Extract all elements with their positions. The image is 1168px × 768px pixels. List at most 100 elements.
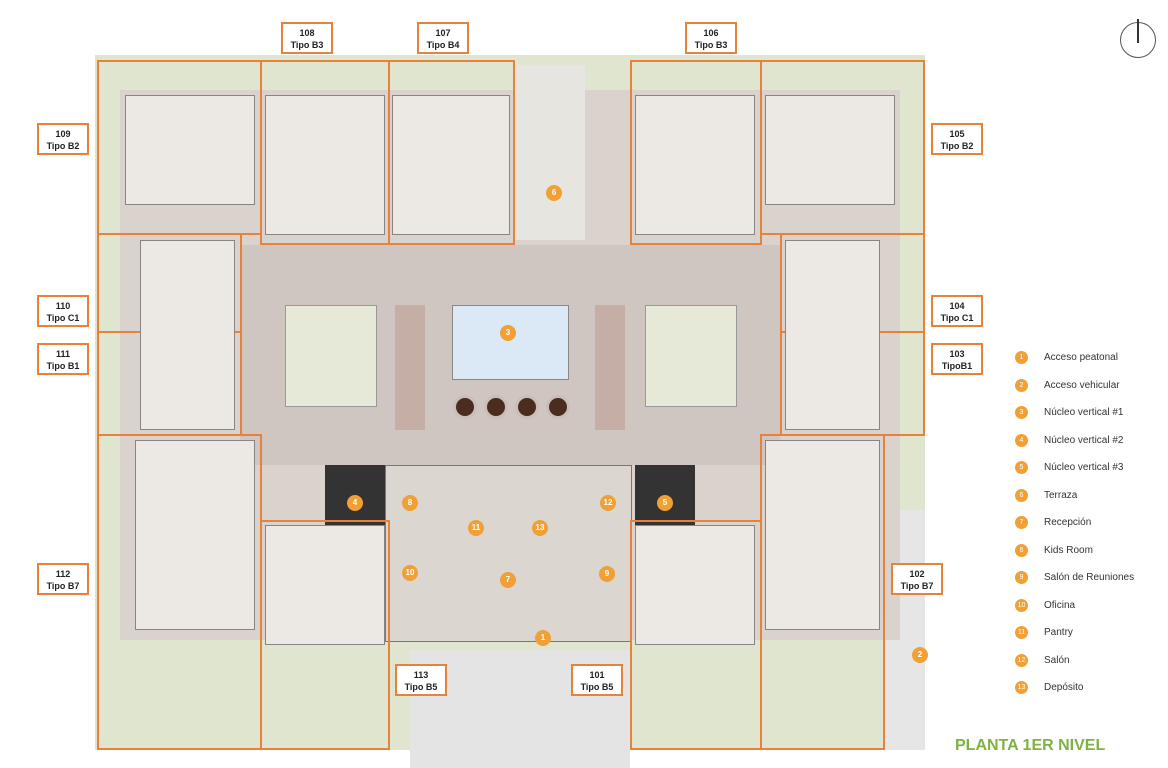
unit-type: Tipo B3 bbox=[694, 40, 728, 50]
marker-5[interactable]: 5 bbox=[657, 495, 673, 511]
unit-number: 108 bbox=[299, 28, 315, 38]
unit-number: 104 bbox=[949, 301, 965, 311]
unit-number: 109 bbox=[55, 129, 71, 139]
marker-10[interactable]: 10 bbox=[402, 565, 418, 581]
unit-type: Tipo B2 bbox=[46, 141, 80, 151]
apartment-interior bbox=[635, 95, 755, 235]
unit-number: 101 bbox=[589, 670, 605, 680]
marker-6[interactable]: 6 bbox=[546, 185, 562, 201]
legend-label: Núcleo vertical #3 bbox=[1044, 462, 1124, 473]
legend-marker: 2 bbox=[1015, 378, 1028, 392]
legend-label: Terraza bbox=[1044, 489, 1078, 501]
marker-7[interactable]: 7 bbox=[500, 572, 516, 588]
unit-type: Tipo B5 bbox=[404, 682, 438, 692]
legend-marker: 8 bbox=[1015, 543, 1028, 557]
legend-label: Kids Room bbox=[1044, 544, 1093, 556]
unit-type: Tipo B1 bbox=[46, 361, 80, 371]
legend-marker: 13 bbox=[1015, 681, 1028, 694]
tree-icon bbox=[484, 395, 508, 419]
legend-label: Acceso peatonal bbox=[1044, 352, 1118, 363]
apartment-interior bbox=[135, 440, 255, 630]
tree-icon bbox=[453, 395, 477, 419]
legend-label: Acceso vehicular bbox=[1044, 379, 1120, 391]
unit-number: 107 bbox=[435, 28, 451, 38]
apartment-interior bbox=[140, 240, 235, 430]
legend-label: Núcleo vertical #2 bbox=[1044, 434, 1124, 446]
apartment-interior bbox=[125, 95, 255, 205]
terrace bbox=[515, 65, 585, 240]
marker-13[interactable]: 13 bbox=[532, 520, 548, 536]
legend-marker: 4 bbox=[1015, 433, 1028, 447]
apartment-interior bbox=[265, 95, 385, 235]
legend-label: Depósito bbox=[1044, 682, 1084, 693]
marker-8[interactable]: 8 bbox=[402, 495, 418, 511]
unit-number: 110 bbox=[55, 301, 71, 311]
unit-type: Tipo C1 bbox=[940, 313, 974, 323]
marker-1[interactable]: 1 bbox=[535, 630, 551, 646]
planter-left bbox=[285, 305, 377, 407]
tree-icon bbox=[546, 395, 570, 419]
tree-icon bbox=[515, 395, 539, 419]
lobby bbox=[385, 465, 632, 642]
unit-type: Tipo B3 bbox=[290, 40, 324, 50]
legend-item: 10 Oficina bbox=[1015, 598, 1076, 612]
unit-type: Tipo B7 bbox=[900, 581, 934, 591]
unit-type: Tipo B5 bbox=[580, 682, 614, 692]
legend-label: Oficina bbox=[1044, 599, 1076, 611]
unit-101-outline[interactable] bbox=[630, 520, 762, 750]
unit-type: TipoB1 bbox=[941, 361, 973, 371]
marker-9[interactable]: 9 bbox=[599, 566, 615, 582]
marker-4[interactable]: 4 bbox=[347, 495, 363, 511]
pool bbox=[452, 305, 569, 380]
legend-marker: 11 bbox=[1015, 626, 1028, 639]
legend-marker: 6 bbox=[1015, 488, 1028, 502]
unit-type: Tipo B7 bbox=[46, 581, 80, 591]
legend-marker: 3 bbox=[1015, 406, 1028, 419]
unit-number: 111 bbox=[55, 349, 71, 359]
legend-item: 6 Terraza bbox=[1015, 488, 1078, 502]
legend-item: 13 Depósito bbox=[1015, 681, 1083, 694]
unit-107-outline[interactable] bbox=[388, 60, 515, 245]
marker-12[interactable]: 12 bbox=[600, 495, 616, 511]
unit-113-outline[interactable] bbox=[260, 520, 390, 750]
apartment-interior bbox=[785, 240, 880, 430]
legend-marker: 9 bbox=[1015, 571, 1028, 584]
marker-3[interactable]: 3 bbox=[500, 325, 516, 341]
marker-11[interactable]: 11 bbox=[468, 520, 484, 536]
unit-number: 106 bbox=[703, 28, 719, 38]
legend-item: 2 Acceso vehicular bbox=[1015, 378, 1120, 392]
unit-type: Tipo B4 bbox=[426, 40, 460, 50]
planter-right bbox=[645, 305, 737, 407]
marker-2[interactable]: 2 bbox=[912, 647, 928, 663]
apartment-interior bbox=[635, 525, 755, 645]
apartment-interior bbox=[265, 525, 385, 645]
legend-marker: 10 bbox=[1015, 598, 1028, 612]
legend-label: Pantry bbox=[1044, 627, 1073, 638]
unit-number: 103 bbox=[949, 349, 965, 359]
unit-number: 112 bbox=[55, 569, 71, 579]
unit-type: Tipo B2 bbox=[940, 141, 974, 151]
deck-right bbox=[595, 305, 625, 430]
unit-number: 113 bbox=[413, 670, 429, 680]
unit-number: 105 bbox=[949, 129, 965, 139]
plan-title: PLANTA 1ER NIVEL bbox=[955, 737, 1106, 754]
